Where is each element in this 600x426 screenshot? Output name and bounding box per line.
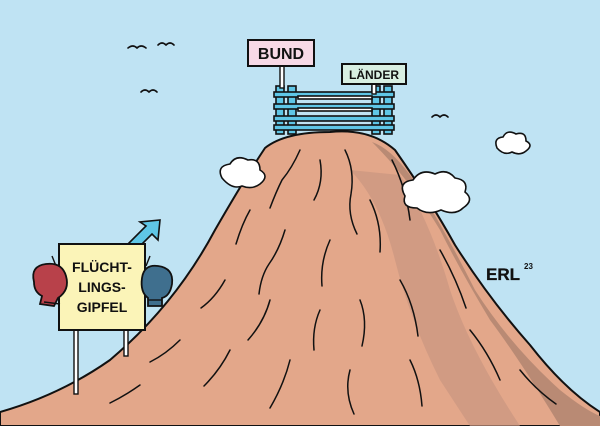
bird-icon bbox=[157, 42, 175, 47]
gipfel-signpost: FLÜCHT- LINGS- GIPFEL bbox=[58, 219, 161, 395]
bird-icon bbox=[140, 89, 158, 94]
signature-year: 23 bbox=[524, 262, 533, 271]
birds bbox=[127, 42, 449, 119]
bird-icon bbox=[431, 114, 449, 119]
cloud-icon bbox=[401, 170, 471, 214]
cloud-icon bbox=[219, 156, 266, 189]
boxing-glove-icon bbox=[140, 255, 174, 307]
laender-sign: LÄNDER bbox=[341, 63, 407, 95]
mountain bbox=[0, 130, 600, 426]
signature-name: ERL bbox=[486, 265, 520, 284]
cloud-icon bbox=[495, 131, 531, 155]
gipfel-label-line1: FLÜCHT- bbox=[72, 259, 132, 275]
laender-label: LÄNDER bbox=[349, 67, 399, 82]
gipfel-label-line2: LINGS- bbox=[78, 279, 126, 295]
artist-signature: ERL 23 bbox=[486, 262, 534, 284]
bund-sign: BUND bbox=[247, 39, 315, 89]
boxing-glove-icon bbox=[32, 255, 68, 307]
summit-bench bbox=[273, 85, 395, 135]
gipfel-label-line3: GIPFEL bbox=[77, 299, 128, 315]
bird-icon bbox=[127, 45, 147, 50]
bund-label: BUND bbox=[258, 46, 304, 63]
